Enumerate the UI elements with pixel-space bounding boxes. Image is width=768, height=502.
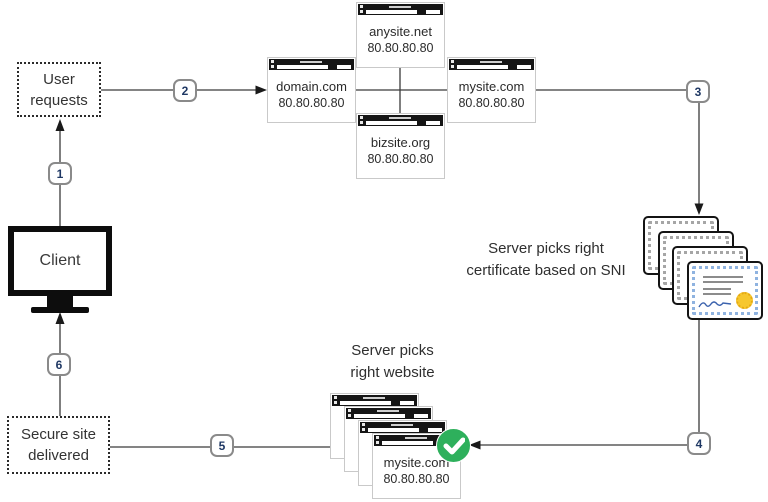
step-1-label: 1 <box>56 166 64 181</box>
window-control-icon <box>362 423 365 426</box>
step-6-label: 6 <box>55 357 63 372</box>
certificate-note-line2: certificate based on SNI <box>466 262 626 279</box>
step-badge-2: 2 <box>173 79 197 102</box>
monitor-stand-icon <box>47 296 73 307</box>
server-domain: mysite.com <box>458 79 525 94</box>
secure-site-delivered-box: Secure site delivered <box>7 416 110 474</box>
browser-window-bizsite: bizsite.org 80.80.80.80 <box>356 113 445 179</box>
window-control-icon <box>451 60 454 63</box>
browser-chrome <box>360 422 445 433</box>
certificate-text-line <box>703 288 731 290</box>
monitor-base-icon <box>31 307 89 313</box>
browser-chrome <box>358 4 443 15</box>
address-bar <box>382 441 433 445</box>
browser-chrome <box>449 59 534 70</box>
certificate-text-line <box>703 276 743 278</box>
certificate-frame <box>692 266 758 315</box>
search-box <box>516 65 531 69</box>
address-bar <box>368 428 419 432</box>
website-note: Server picks right website <box>325 340 460 384</box>
server-domain: bizsite.org <box>370 135 431 150</box>
window-control-icon <box>348 414 351 417</box>
search-box <box>425 10 440 14</box>
step-badge-6: 6 <box>47 353 71 376</box>
address-bar <box>277 65 328 69</box>
certificate-note: Server picks right certificate based on … <box>458 238 634 282</box>
address-bar <box>457 65 508 69</box>
window-control-icon <box>334 396 337 399</box>
checkmark-icon <box>436 428 471 463</box>
server-domain: domain.com <box>276 79 347 94</box>
selected-certificate-icon <box>687 261 763 320</box>
secure-site-line2: delivered <box>28 447 89 464</box>
address-bar <box>366 121 417 125</box>
window-control-icon <box>334 401 337 404</box>
window-control-icon <box>360 121 363 124</box>
search-box <box>336 65 351 69</box>
window-control-icon <box>271 65 274 68</box>
user-requests-line1: User <box>43 70 75 88</box>
browser-chrome <box>346 408 431 419</box>
search-box <box>427 428 442 432</box>
window-control-icon <box>376 436 379 439</box>
window-title-placeholder <box>376 410 399 412</box>
website-note-line1: Server picks <box>351 342 434 359</box>
window-control-icon <box>362 428 365 431</box>
browser-chrome <box>358 115 443 126</box>
window-control-icon <box>376 441 379 444</box>
window-title-placeholder <box>299 61 322 63</box>
server-domain: anysite.net <box>369 24 432 39</box>
browser-window-domain: domain.com 80.80.80.80 <box>267 57 356 123</box>
search-box <box>399 401 414 405</box>
certificate-note-line1: Server picks right <box>488 240 604 257</box>
step-5-label: 5 <box>218 438 226 453</box>
window-control-icon <box>451 65 454 68</box>
window-control-icon <box>271 60 274 63</box>
window-title-placeholder <box>388 6 411 8</box>
server-ip: 80.80.80.80 <box>367 41 434 55</box>
window-title-placeholder <box>479 61 502 63</box>
certificate-text-line <box>703 293 731 295</box>
address-bar <box>354 414 405 418</box>
window-control-icon <box>360 10 363 13</box>
window-title-placeholder <box>404 437 427 439</box>
seal-icon <box>736 292 753 309</box>
server-ip: 80.80.80.80 <box>458 96 525 110</box>
window-control-icon <box>360 116 363 119</box>
step-3-label: 3 <box>694 84 702 99</box>
picked-website-domain: mysite.com <box>383 455 450 470</box>
client-monitor-icon: Client <box>8 226 112 296</box>
step-badge-3: 3 <box>686 80 710 103</box>
step-badge-1: 1 <box>48 162 72 185</box>
website-note-line2: right website <box>350 364 435 381</box>
check-glyph <box>443 437 465 454</box>
window-control-icon <box>348 409 351 412</box>
step-4-label: 4 <box>695 436 703 451</box>
server-ip: 80.80.80.80 <box>278 96 345 110</box>
user-requests-line2: requests <box>30 91 88 109</box>
step-badge-5: 5 <box>210 434 234 457</box>
client-label: Client <box>39 252 81 269</box>
search-box <box>413 414 428 418</box>
step-2-label: 2 <box>181 83 189 98</box>
address-bar <box>366 10 417 14</box>
browser-chrome <box>332 395 417 406</box>
window-title-placeholder <box>388 117 411 119</box>
browser-window-mysite: mysite.com 80.80.80.80 <box>447 57 536 123</box>
window-control-icon <box>360 5 363 8</box>
user-requests-box: User requests <box>17 62 101 117</box>
secure-site-line1: Secure site <box>20 426 97 443</box>
address-bar <box>340 401 391 405</box>
step-badge-4: 4 <box>687 432 711 455</box>
window-title-placeholder <box>362 397 385 399</box>
signature-icon <box>698 301 732 308</box>
browser-window-anysite: anysite.net 80.80.80.80 <box>356 2 445 68</box>
picked-website-ip: 80.80.80.80 <box>383 472 450 486</box>
server-ip: 80.80.80.80 <box>367 152 434 166</box>
window-title-placeholder <box>390 424 413 426</box>
search-box <box>425 121 440 125</box>
certificate-text-line <box>703 281 743 283</box>
browser-chrome <box>269 59 354 70</box>
